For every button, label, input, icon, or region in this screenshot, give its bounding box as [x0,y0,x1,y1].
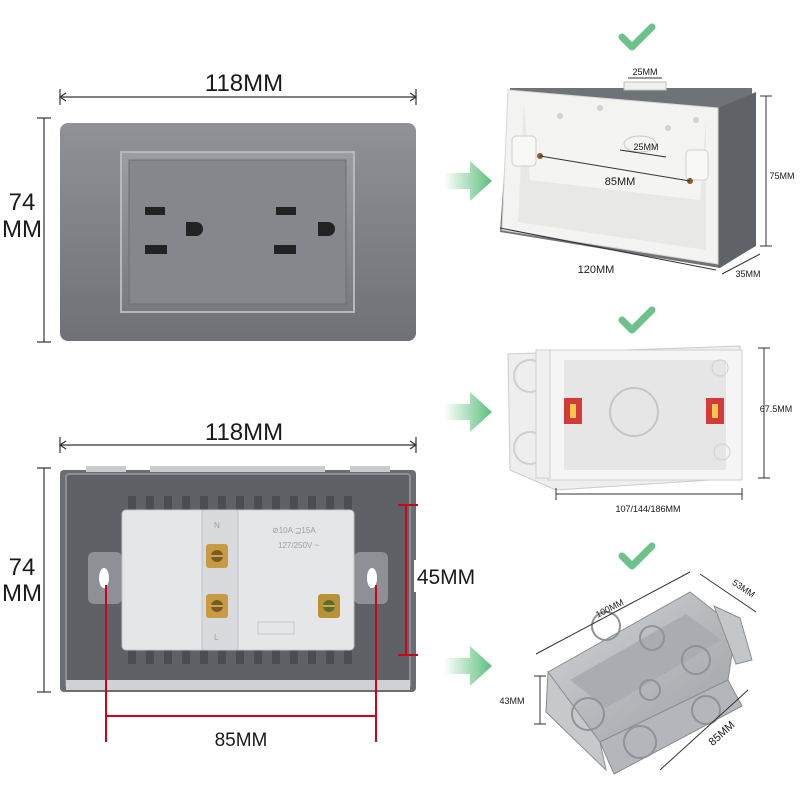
ground-pin-right [318,222,335,236]
checkmark-icon [618,23,656,51]
back-height-label-number: 74 [9,554,36,581]
terminal-l-label: L [214,633,219,642]
red-dimension-lines [105,504,418,742]
box1-width-label: 120MM [578,264,615,276]
embossed-rating-2: 127/250V ~ [278,541,319,550]
mount-hole-left [99,568,109,588]
outlet-right [274,207,335,254]
box2-height-label: 67.5MM [760,404,793,414]
checkmark-icon [618,542,656,570]
box1-inner-slot-label: 25MM [633,142,658,152]
slot-bottom-left [145,245,167,254]
terminal-screw-n [206,544,228,568]
outlet-left [145,207,203,254]
back-panel-group: 118MM 74 MM [2,419,475,751]
box3-depth-label: 53MM [731,577,757,599]
mount-height-label: 45MM [417,566,475,589]
front-height-label-number: 74 [9,189,36,216]
arrow-1 [444,161,492,201]
arrow-3 [444,646,492,686]
ground-pin-left [186,222,203,236]
plastic-box-white: 67.5MM 107/144/186MM [507,345,793,514]
slot-bottom-right [274,245,296,254]
front-width-dimension: 118MM [58,70,418,105]
front-panel-group: 118MM 74 MM [2,70,418,343]
ribs-top [128,496,352,510]
slot-top-right [276,207,296,215]
mount-width-label: 85MM [215,730,268,751]
box1-hole-spacing-label: 85MM [605,176,636,188]
arrow-2 [444,392,492,432]
terminal-divider [201,509,239,651]
checkmark-icon [618,306,656,334]
box1-depth-label: 35MM [735,269,760,279]
box1-top-slot-label: 25MM [632,67,657,77]
terminal-screw-ground [318,594,340,618]
terminal-n-label: N [214,521,220,530]
box1-height-label: 75MM [769,171,794,181]
embossed-rating-1: ⊘10A ⊒15A [272,526,316,535]
box2-width-label: 107/144/186MM [615,504,680,514]
slot-top-left [145,207,165,215]
receptacle-face [128,159,347,305]
back-height-label-unit: MM [2,580,42,607]
plastic-box-grey: 25MM 25MM 85MM 120MM 75MM 35MM [499,67,795,279]
back-height-dimension: 74 MM [2,467,51,693]
box3-length-label: 100MM [594,597,625,620]
metal-box: 100MM 53MM 43MM 85MM [499,571,757,775]
ribs-bottom [128,650,352,664]
box3-height-label: 43MM [499,696,524,706]
back-width-label: 118MM [205,419,283,446]
mount-hole-right [367,568,377,588]
front-width-label: 118MM [205,70,283,97]
back-width-dimension: 118MM [58,419,418,453]
front-height-dimension: 74 MM [2,117,51,343]
front-height-label-unit: MM [2,216,42,243]
terminal-screw-l [206,594,228,618]
